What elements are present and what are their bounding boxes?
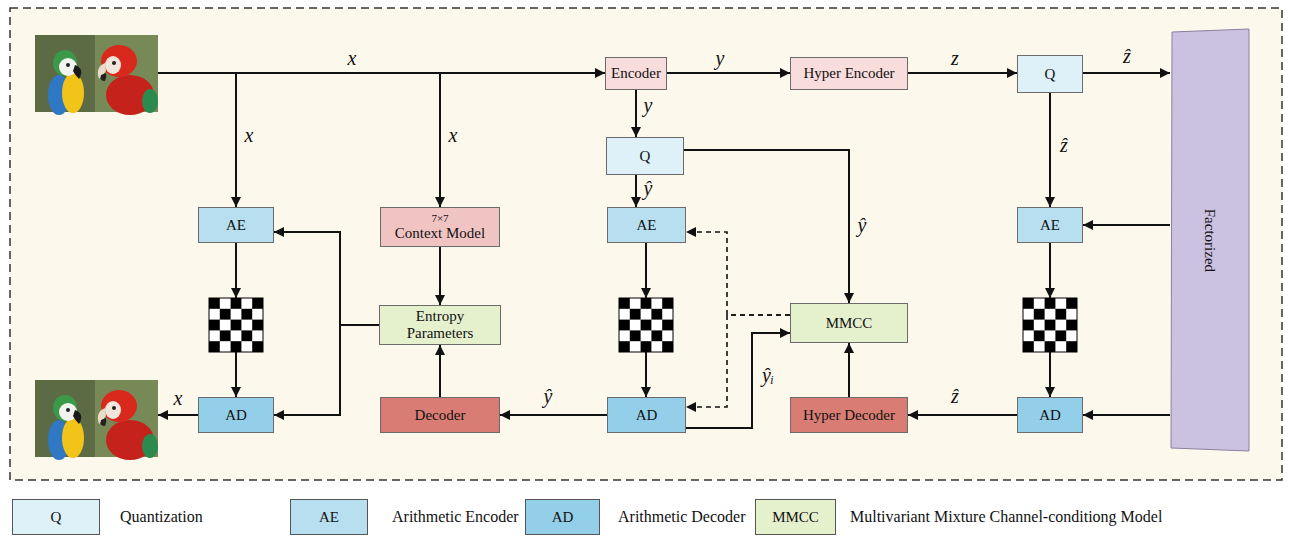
- connector: [635, 175, 637, 207]
- dashed-frame: [10, 8, 1282, 480]
- dashed-connector: [686, 232, 790, 315]
- signal-label: y: [715, 48, 726, 68]
- arithmetic-encoder-box: AE: [1017, 207, 1083, 243]
- factorized-band: Factorized: [1170, 28, 1250, 452]
- node-text: Entropy Parameters: [384, 308, 496, 342]
- node-text: Hyper Encoder: [803, 65, 894, 82]
- node-text: Decoder: [415, 407, 466, 424]
- connector: [439, 345, 441, 397]
- connector: [1083, 72, 1170, 74]
- node-text: Context Model: [395, 225, 485, 242]
- signal-label: x: [347, 48, 358, 68]
- connector: [848, 343, 850, 397]
- input-image: [35, 35, 158, 115]
- connector: [439, 247, 441, 305]
- hyper-encoder-box: Hyper Encoder: [790, 57, 908, 90]
- signal-label: ŷ: [543, 386, 554, 406]
- decoder-box: Decoder: [380, 397, 500, 433]
- mmcc-box: MMCC: [790, 303, 908, 343]
- node-text: Factorized: [1202, 208, 1219, 271]
- node-text: MMCC: [826, 315, 873, 332]
- arrow-head: [231, 288, 241, 298]
- node-text: AE: [226, 217, 246, 234]
- legend-swatch-label: AE: [319, 510, 339, 525]
- bitstream-symbol: [1023, 298, 1077, 352]
- signal-label: ẑ: [1122, 46, 1132, 66]
- node-text: 7×7: [431, 212, 448, 224]
- node-text: Q: [640, 148, 651, 165]
- connector: [274, 325, 379, 415]
- connector: [635, 90, 637, 137]
- legend-text: Quantization: [120, 508, 203, 526]
- legend-swatch-label: MMCC: [772, 510, 819, 525]
- legend-text: Arithmetic Encoder: [392, 508, 519, 526]
- connector: [908, 72, 1017, 74]
- arithmetic-decoder-box: AD: [1017, 397, 1083, 433]
- connector: [274, 232, 379, 325]
- arithmetic-decoder-box: AD: [198, 397, 274, 433]
- bitstream-symbol: [209, 298, 263, 352]
- input-wire: [158, 72, 605, 74]
- connector: [1049, 93, 1051, 207]
- arrow-head: [641, 288, 651, 298]
- signal-label: x: [448, 125, 459, 145]
- arrow-head: [1045, 288, 1055, 298]
- connector: [500, 414, 607, 416]
- node-text: AD: [1039, 407, 1061, 424]
- node-text: Encoder: [611, 65, 661, 82]
- arithmetic-encoder-box: AE: [198, 207, 274, 243]
- signal-label: x: [244, 125, 255, 145]
- connector: [686, 333, 790, 428]
- encoder-box: Encoder: [605, 57, 667, 90]
- node-text: Q: [1045, 66, 1056, 83]
- dashed-connector: [686, 315, 790, 407]
- node-text: AE: [637, 217, 657, 234]
- node-text: Hyper Decoder: [803, 407, 895, 424]
- signal-label: ẑ: [1059, 135, 1069, 155]
- arithmetic-encoder-box: AE: [607, 207, 686, 243]
- connector: [1083, 224, 1170, 226]
- quantizer-box: Q: [606, 137, 684, 175]
- connector: [667, 72, 790, 74]
- hyper-decoder-box: Hyper Decoder: [790, 397, 908, 433]
- signal-label: ŷᵢ: [761, 365, 775, 385]
- band-shape: [1171, 29, 1249, 451]
- signal-label: ŷ: [643, 178, 654, 198]
- arithmetic-decoder-box: AD: [607, 397, 686, 433]
- bitstream-symbol: [619, 298, 673, 352]
- signal-label: z: [950, 48, 960, 68]
- signal-label: x: [173, 388, 184, 408]
- legend-swatch-label: Q: [51, 510, 62, 525]
- input-branch-wire: [439, 73, 441, 207]
- node-text: AE: [1040, 217, 1060, 234]
- legend-swatch-label: AD: [552, 510, 574, 525]
- connector: [908, 414, 1017, 416]
- input-branch-wire: [235, 73, 237, 207]
- legend-text: Arithmetic Decoder: [618, 508, 746, 526]
- node-text: AD: [225, 407, 247, 424]
- signal-label: ŷ: [857, 215, 868, 235]
- connector: [1083, 414, 1170, 416]
- node-text: AD: [636, 407, 658, 424]
- entropy-parameters-box: Entropy Parameters: [379, 305, 501, 345]
- signal-label: ẑ: [950, 386, 960, 406]
- legend-text: Multivariant Mixture Channel-conditiong …: [850, 508, 1162, 526]
- quantizer-box: Q: [1017, 55, 1083, 93]
- signal-label: y: [643, 95, 654, 115]
- output-wire: [158, 414, 198, 416]
- output-image: [35, 380, 158, 460]
- connector: [684, 150, 849, 303]
- context-model-box: 7×7Context Model: [380, 207, 500, 247]
